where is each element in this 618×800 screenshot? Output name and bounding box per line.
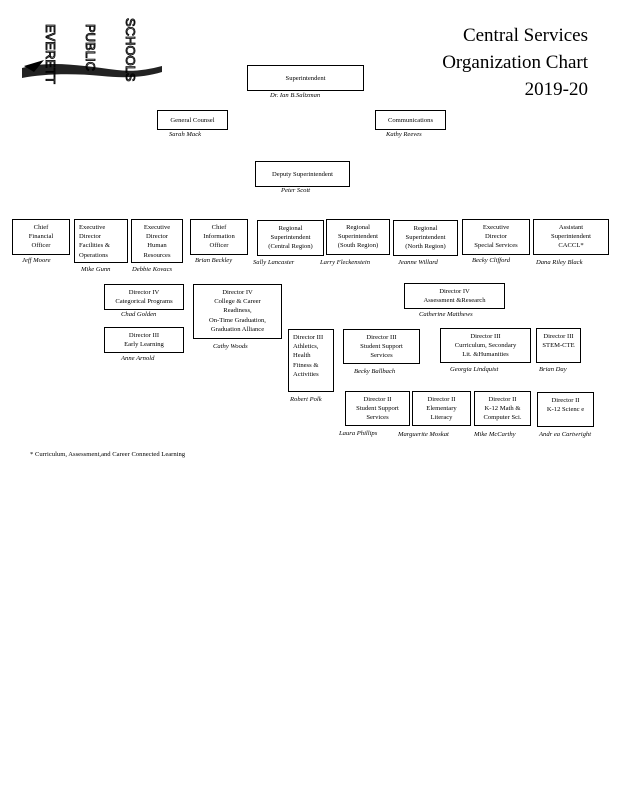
- box-dir-k12-science: Director II K-12 Scienc e: [537, 392, 594, 427]
- name-communications: Kathy Reeves: [386, 131, 422, 138]
- name-dir-early-learning: Anne Arnold: [121, 355, 155, 362]
- box-regional-north: Regional Superintendent (North Region): [393, 220, 458, 256]
- name-dir-student-support-iii: Becky Ballbach: [354, 368, 396, 375]
- box-general-counsel: General Counsel: [157, 110, 228, 130]
- name-regional-north: Jeanne Willard: [398, 259, 438, 266]
- name-regional-central: Sally Lancaster: [253, 259, 295, 266]
- box-exec-dir-facilities: Executive Director Facilities & Operatio…: [74, 219, 128, 263]
- name-dir-categorical: Chad Golden: [121, 311, 157, 318]
- box-regional-south: Regional Superintendent (South Region): [326, 219, 390, 255]
- logo-text-2: PUBLIC: [83, 24, 98, 71]
- logo-text-1: EVERETT: [43, 24, 58, 84]
- name-superintendent: Dr. Ian B.Saltzman: [270, 92, 321, 99]
- name-exec-dir-facilities: Mike Gunn: [81, 266, 111, 273]
- box-dir-k12-math: Director II K-12 Math & Computer Sci.: [474, 391, 531, 426]
- name-exec-dir-hr: Debbie Kovacs: [132, 266, 173, 273]
- name-chief-information-officer: Brian Beckley: [195, 257, 233, 264]
- name-dir-assessment-research: Catherine Matthews: [419, 311, 473, 318]
- name-dir-stem-cte: Brian Day: [539, 366, 567, 373]
- box-dir-student-support-ii: Director II Student Support Services: [345, 391, 410, 426]
- box-dir-curriculum-secondary: Director III Curriculum, Secondary Lit. …: [440, 328, 531, 363]
- box-communications: Communications: [375, 110, 446, 130]
- name-dir-student-support-ii: Laura Phillips: [339, 430, 378, 437]
- box-dir-categorical: Director IV Categorical Programs: [104, 284, 184, 310]
- title-line-2: Organization Chart: [442, 52, 588, 73]
- box-exec-dir-hr: Executive Director Human Resources: [131, 219, 183, 263]
- box-regional-central: Regional Superintendent (Central Region): [257, 220, 324, 256]
- logo-graphic: EVERETT PUBLIC SCHOOLS: [22, 18, 162, 84]
- name-asst-superintendent-caccl: Dana Riley Black: [536, 259, 583, 266]
- box-deputy-superintendent: Deputy Superintendent: [255, 161, 350, 187]
- district-logo: EVERETT PUBLIC SCHOOLS: [22, 16, 162, 86]
- box-dir-assessment-research: Director IV Assessment &Research: [404, 283, 505, 309]
- name-regional-south: Larry Fleckenstein: [320, 259, 370, 266]
- box-asst-superintendent-caccl: Assistant Superintendent CACCL*: [533, 219, 609, 255]
- name-dir-athletics: Robert Polk: [290, 396, 322, 403]
- name-general-counsel: Sarah Mack: [169, 131, 202, 138]
- name-dir-curriculum-secondary: Georgia Lindquist: [450, 366, 499, 373]
- box-dir-athletics: Director III Athletics, Health Fitness &…: [288, 329, 334, 392]
- box-dir-student-support-iii: Director III Student Support Services: [343, 329, 420, 364]
- box-chief-financial-officer: Chief Financial Officer: [12, 219, 70, 255]
- box-exec-dir-special-services: Executive Director Special Services: [462, 219, 530, 255]
- title-line-1: Central Services: [462, 25, 588, 46]
- name-dir-k12-science: Andr ea Cartwright: [539, 431, 592, 438]
- footnote: * Curriculum, Assessment,and Career Conn…: [30, 451, 186, 458]
- name-chief-financial-officer: Jeff Moore: [22, 257, 51, 264]
- box-chief-information-officer: Chief Information Officer: [190, 219, 248, 255]
- name-deputy-superintendent: Peter Scott: [281, 187, 311, 194]
- logo-text-3: SCHOOLS: [123, 18, 138, 82]
- chart-title: Central Services Organization Chart 2019…: [442, 22, 588, 103]
- box-dir-college-career: Director IV College & Career Readiness, …: [193, 284, 282, 339]
- name-dir-k12-math: Mike McCarthy: [474, 431, 516, 438]
- name-dir-college-career: Cathy Woods: [213, 343, 248, 350]
- name-dir-elementary-literacy: Marguerite Moskat: [398, 431, 449, 438]
- box-dir-early-learning: Director III Early Learning: [104, 327, 184, 353]
- title-line-3: 2019-20: [524, 79, 588, 100]
- box-dir-elementary-literacy: Director II Elementary Literacy: [412, 391, 471, 426]
- name-exec-dir-special-services: Becky Clifford: [472, 257, 511, 264]
- box-dir-stem-cte: Director III STEM-CTE: [536, 328, 581, 363]
- box-superintendent: Superintendent: [247, 65, 364, 91]
